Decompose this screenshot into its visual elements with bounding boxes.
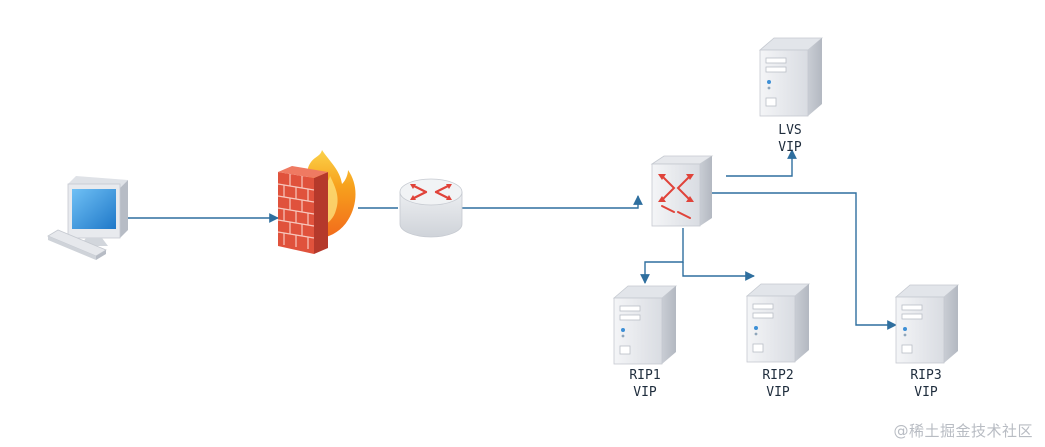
watermark: @稀土掘金技术社区 — [893, 422, 1033, 440]
server-rip1: RIP1 VIP — [613, 285, 677, 400]
server-label-line2: VIP — [766, 385, 790, 400]
server-label-line1: LVS — [778, 123, 801, 138]
connection-lines — [127, 149, 897, 330]
server-label-line2: VIP — [778, 140, 802, 155]
server-rip2: RIP2 VIP — [746, 283, 810, 400]
server-lvs: LVS VIP — [759, 37, 823, 155]
router-icon — [399, 178, 463, 238]
server-label-line2: VIP — [633, 385, 657, 400]
server-label-line1: RIP3 — [910, 368, 941, 383]
firewall-icon — [277, 150, 356, 254]
server-rip3: RIP3 VIP — [895, 284, 959, 400]
server-label-line1: RIP2 — [762, 368, 793, 383]
server-label-line2: VIP — [914, 385, 938, 400]
server-label-line1: RIP1 — [629, 368, 660, 383]
edge-switch-rip3 — [712, 192, 897, 330]
edge-switch-lvs — [726, 149, 797, 177]
edge-router-switch — [462, 195, 643, 209]
server-icon — [759, 37, 823, 117]
server-icon — [613, 285, 677, 365]
switch-icon — [650, 155, 714, 227]
edge-switch-rip1 — [640, 228, 684, 284]
server-icon — [895, 284, 959, 364]
desktop-computer-icon — [47, 176, 128, 260]
server-icon — [746, 283, 810, 363]
edge-switch-rip2 — [682, 262, 755, 281]
